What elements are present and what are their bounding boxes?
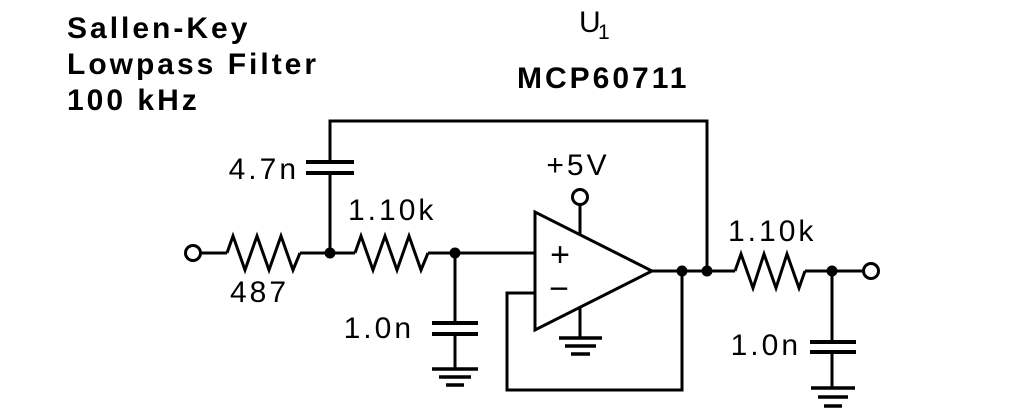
junction-dot-output-feedback bbox=[676, 265, 688, 277]
ground-symbol-output bbox=[811, 386, 855, 408]
junction-dot-node-b bbox=[449, 247, 461, 259]
junction-dot-node-a bbox=[324, 247, 336, 259]
wire-feedback-top bbox=[328, 119, 709, 271]
opamp-triangle bbox=[533, 209, 656, 333]
input-terminal bbox=[184, 244, 202, 262]
junction-dot-node-c bbox=[826, 265, 838, 277]
supply-voltage-label: +5V bbox=[546, 149, 609, 182]
wire-feedback-loop bbox=[505, 271, 684, 392]
title-line-2: Lowpass Filter bbox=[67, 48, 319, 81]
opamp-part-number: MCP60711 bbox=[517, 62, 689, 95]
junction-dot-output-top bbox=[701, 265, 713, 277]
inverting-input-symbol: − bbox=[549, 270, 569, 308]
ground-symbol-shunt bbox=[432, 367, 478, 387]
opamp-refdes: U bbox=[579, 6, 601, 39]
title-line-1: Sallen-Key bbox=[67, 12, 250, 45]
supply-terminal bbox=[571, 188, 589, 206]
output-capacitor-label: 1.0n bbox=[731, 329, 801, 362]
ground-symbol-opamp bbox=[559, 336, 602, 356]
noninverting-input-symbol: + bbox=[550, 236, 570, 274]
shunt-capacitor-label: 1.0n bbox=[344, 312, 414, 345]
feedback-capacitor-label: 4.7n bbox=[229, 153, 299, 186]
opamp-refdes-subscript: 1 bbox=[598, 21, 610, 44]
input-resistor-label: 487 bbox=[230, 276, 289, 309]
output-resistor-symbol bbox=[733, 249, 807, 293]
output-terminal bbox=[862, 262, 880, 280]
series-resistor-label: 1.10k bbox=[348, 194, 436, 227]
title-line-3: 100 kHz bbox=[67, 84, 200, 117]
input-resistor-symbol bbox=[225, 231, 302, 275]
series-resistor-symbol bbox=[353, 231, 430, 275]
output-resistor-label: 1.10k bbox=[728, 215, 816, 248]
